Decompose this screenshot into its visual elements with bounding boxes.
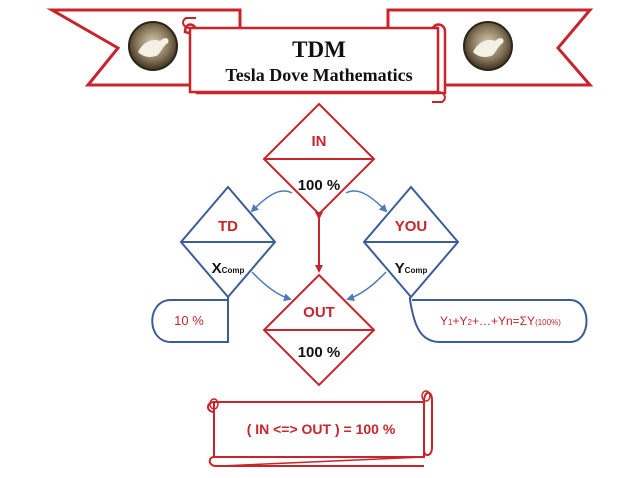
out-node: OUT 100 % [262,273,376,387]
td-bubble-text: 10 % [174,313,204,328]
you-var-sub: Comp [405,266,428,275]
you-formula-sub-3: (100%) [535,318,561,327]
you-var-main: Y [395,260,405,277]
banner-title: TDM [292,37,346,62]
td-variable: XComp [212,260,245,277]
you-label: YOU [395,218,428,235]
you-formula-part-2: +Y [452,314,467,328]
left-dove-medallion-icon [128,21,178,71]
in-to-you-arrow [345,190,388,213]
equation-scroll: ( IN <=> OUT ) = 100 % [207,390,433,467]
in-to-td-arrow [250,190,293,213]
td-node: TD XComp [179,185,277,299]
equation-text: ( IN <=> OUT ) = 100 % [247,421,396,437]
you-formula-part-1: Y [440,314,448,328]
td-var-sub: Comp [222,266,245,275]
td-bubble [151,297,229,343]
in-node: IN 100 % [262,102,376,216]
you-formula-sub-2: 2 [467,318,472,327]
in-value: 100 % [298,177,341,194]
out-label: OUT [303,304,335,321]
td-var-main: X [212,260,222,277]
you-node: YOU YComp [362,185,460,299]
td-label: TD [218,218,238,235]
you-bubble [409,297,588,343]
you-bubble-formula: Y1+Y2+…+Yn=ΣY(100%) [440,314,561,328]
you-to-out-arrow [346,271,387,302]
out-value: 100 % [298,344,341,361]
you-variable: YComp [395,260,428,277]
title-banner: TDM Tesla Dove Mathematics [46,8,594,103]
banner-subtitle: Tesla Dove Mathematics [225,65,412,85]
you-formula-part-3: +…+Yn=ΣY [472,314,535,328]
td-to-out-arrow [251,271,292,302]
you-formula-sub-1: 1 [448,318,453,327]
in-label: IN [312,133,327,150]
right-dove-medallion-icon [463,21,513,71]
